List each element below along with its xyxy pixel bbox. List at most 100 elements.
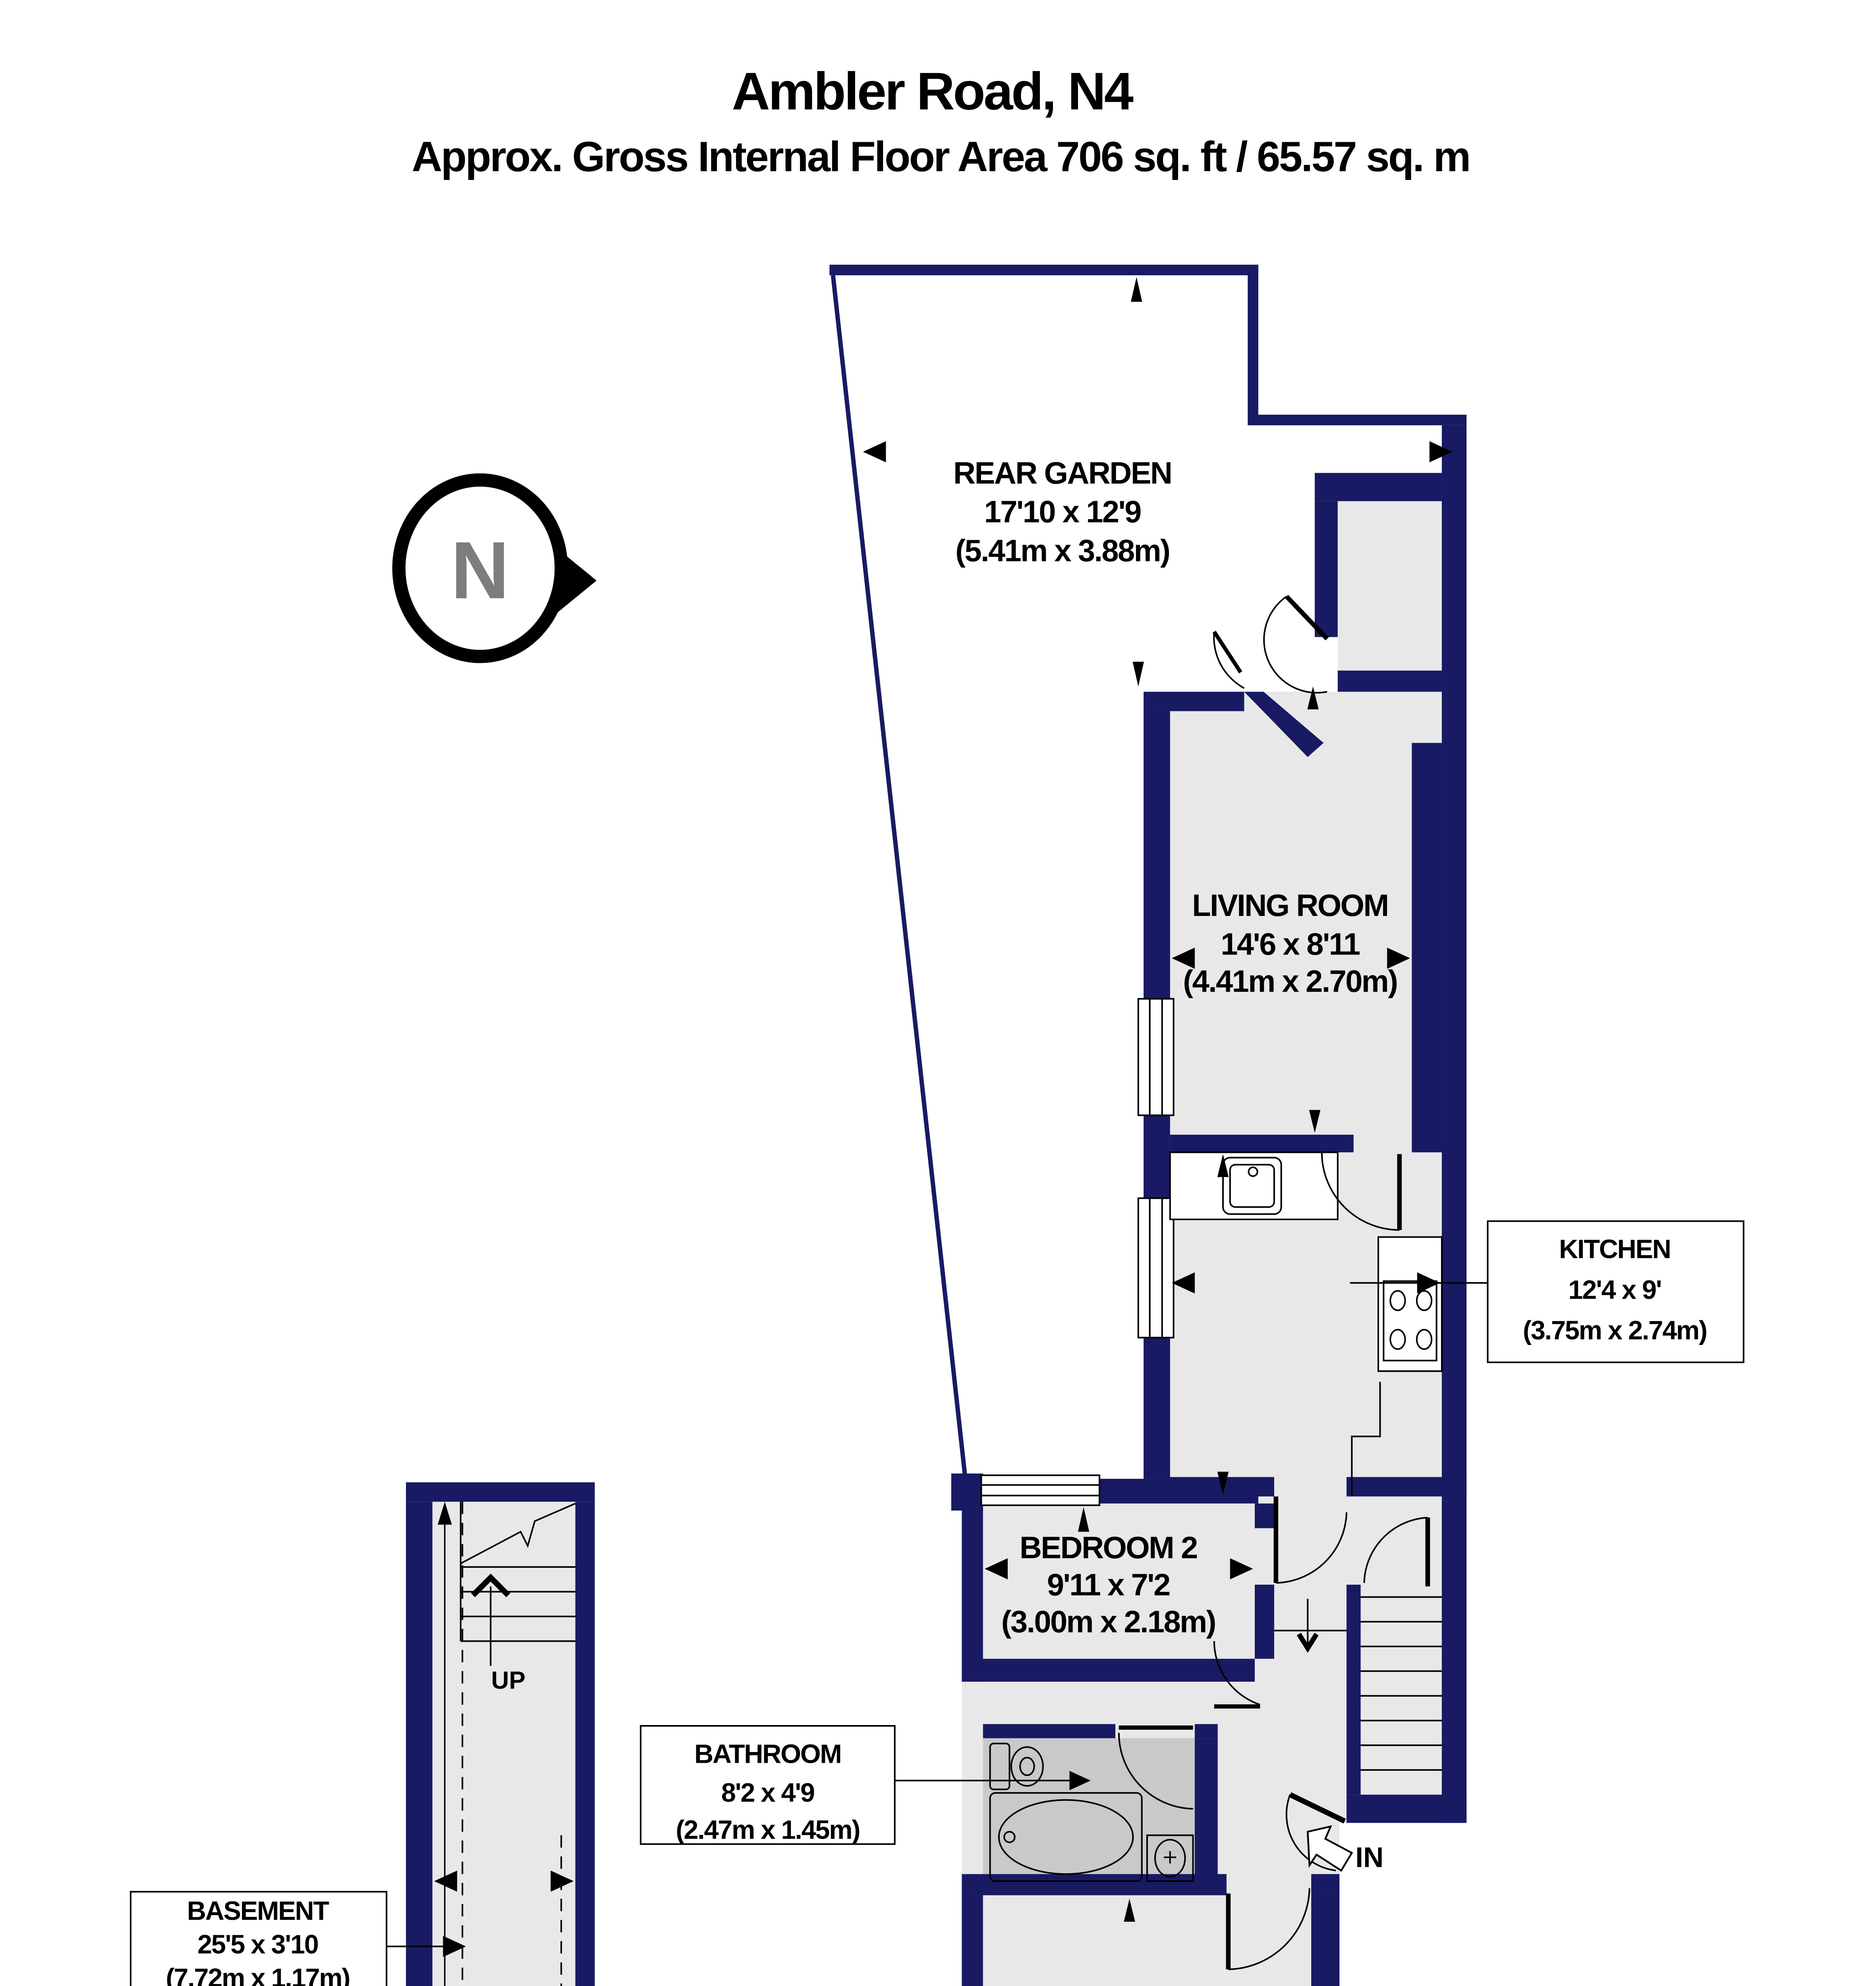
- bathroom-right-wall: [1194, 1738, 1218, 1883]
- kitchen-counter-top: [1169, 1151, 1339, 1220]
- bedroom2-left-wall: [962, 1503, 983, 1682]
- bedroom2-right-wall-a: [1254, 1503, 1274, 1528]
- living-room-window: [1137, 998, 1175, 1116]
- garden-door-arc: [1213, 632, 1245, 689]
- label-living-ft: 14'6 x 8'11: [1221, 927, 1360, 962]
- bathroom-fixtures: [989, 1743, 1194, 1882]
- label-rear-garden-name: REAR GARDEN: [953, 456, 1171, 490]
- bedroom2-window: [980, 1474, 1101, 1506]
- basement-leader-arrow: [443, 1936, 466, 1957]
- master-top-wall-right: [1311, 1874, 1340, 1895]
- basement-label-box: [129, 1891, 388, 1986]
- living-left-wall-a: [1144, 711, 1170, 999]
- garden-top-wall: [829, 265, 1258, 276]
- label-basement-name: BASEMENT: [187, 1897, 329, 1926]
- kitchen-bottom-wall-right: [1347, 1477, 1467, 1497]
- north-compass-icon: N: [392, 473, 597, 663]
- hob-icon: [1383, 1280, 1437, 1362]
- extension-top-wall: [1315, 473, 1442, 501]
- leader-lines: [386, 1282, 1488, 1947]
- page-subtitle: Approx. Gross Internal Floor Area 706 sq…: [412, 133, 1470, 180]
- sink-tap-icon: [1248, 1166, 1258, 1177]
- living-top-wall: [1144, 692, 1244, 711]
- label-living-name: LIVING ROOM: [1192, 889, 1388, 923]
- bedroom2-dim-right-arrow: [1230, 1558, 1253, 1580]
- north-letter: N: [451, 525, 510, 616]
- garden-step-wall: [1248, 415, 1467, 425]
- master-top-wall-left: [962, 1874, 1227, 1895]
- label-bathroom-name: BATHROOM: [694, 1739, 841, 1769]
- floor-rear-extension: [1337, 501, 1442, 692]
- master-left-wall: [962, 1895, 983, 1986]
- label-bedroom2-name: BEDROOM 2: [1020, 1531, 1197, 1565]
- basement-interior: UP: [444, 1501, 576, 1986]
- garden-dim-right-arrow: [1429, 441, 1453, 463]
- living-kitchen-divider-wall: [1170, 1134, 1354, 1153]
- basement-dim-right-arrow: [551, 1870, 574, 1892]
- door-layer: [1118, 595, 1430, 1971]
- garden-dim-down-spike: [1132, 662, 1144, 687]
- front-door-arc: [1285, 1794, 1336, 1872]
- garden-door-leaf: [1212, 630, 1242, 674]
- living-right-wall: [1412, 743, 1442, 1153]
- kitchen-hall-door-arc: [1276, 1512, 1348, 1584]
- hall-rear-door-arc: [1363, 1517, 1428, 1583]
- garden-dim-up-spike: [1131, 277, 1142, 302]
- label-kitchen-name: KITCHEN: [1559, 1235, 1671, 1264]
- dimension-arrows: [434, 277, 1453, 1957]
- label-rear-garden-m: (5.41m x 3.88m): [955, 534, 1169, 568]
- bathroom-door-arc: [1118, 1733, 1193, 1810]
- stairs-break-line: [460, 1503, 576, 1565]
- extension-bottom-wall: [1337, 670, 1442, 692]
- label-bathroom-ft: 8'2 x 4'9: [721, 1778, 814, 1808]
- room-labels: REAR GARDEN 17'10 x 12'9 (5.41m x 3.88m)…: [166, 456, 1708, 1986]
- basement-right-wall: [575, 1501, 595, 1986]
- kitchen-dim-down-spike: [1217, 1472, 1229, 1495]
- basement-top-wall: [406, 1482, 595, 1502]
- label-bedroom2-m: (3.00m x 2.18m): [1001, 1605, 1215, 1639]
- label-bedroom2-ft: 9'11 x 7'2: [1047, 1568, 1170, 1602]
- living-dim-up-spike: [1307, 686, 1319, 709]
- kitchen-dim-left-arrow: [1172, 1272, 1195, 1294]
- kitchen-counter-right: [1377, 1236, 1443, 1372]
- living-dim-left-arrow: [1172, 947, 1195, 969]
- house-right-outer-wall: [1441, 425, 1467, 1823]
- toilet-cistern-icon: [989, 1743, 1010, 1790]
- label-living-m: (4.41m x 2.70m): [1183, 964, 1397, 999]
- extension-door-leaf: [1285, 595, 1329, 641]
- floor-living-kitchen: [1147, 692, 1442, 1497]
- label-kitchen-m: (3.75m x 2.74m): [1523, 1316, 1707, 1345]
- basement-left-wall: [406, 1501, 433, 1986]
- floor-basement: [432, 1501, 576, 1986]
- label-rear-garden-ft: 17'10 x 12'9: [984, 495, 1141, 529]
- bedroom2-bottom-wall: [962, 1659, 1255, 1682]
- living-kitchen-door-arc: [1321, 1152, 1400, 1231]
- garden-dim-left-arrow: [863, 441, 886, 463]
- master-door-arc: [1228, 1888, 1310, 1971]
- up-label: UP: [491, 1667, 525, 1694]
- kitchen-fixtures: [1169, 1151, 1443, 1372]
- basement-dim-up-spike: [437, 1501, 452, 1525]
- label-basement-m: (7.72m x 1.17m): [166, 1964, 350, 1986]
- front-bottom-wall: [1347, 1795, 1467, 1823]
- sink-icon: [1222, 1157, 1282, 1215]
- bedroom2-top-wall: [1099, 1479, 1258, 1504]
- wall-layer: [406, 265, 1467, 1986]
- basement-dim-left-arrow: [434, 1870, 457, 1892]
- window-layer: [980, 998, 1175, 1506]
- master-dim-up-spike: [1124, 1899, 1135, 1922]
- bathroom-leader-arrow: [1069, 1771, 1091, 1791]
- page-title: Ambler Road, N4: [732, 62, 1133, 121]
- bedroom2-dim-up-spike: [1078, 1507, 1090, 1532]
- north-circle: [392, 473, 568, 663]
- kitchen-label-box: [1487, 1220, 1745, 1363]
- label-kitchen-ft: 12'4 x 9': [1568, 1275, 1661, 1305]
- extension-door-arc: [1263, 596, 1327, 694]
- living-left-wall-b: [1144, 1115, 1170, 1198]
- hall-corridor-door-arc: [1213, 1641, 1260, 1706]
- hall-detail: [1274, 1381, 1381, 1653]
- label-basement-ft: 25'5 x 3'10: [197, 1930, 318, 1959]
- basin-icon: [1146, 1834, 1194, 1882]
- bathroom-top-corner: [1194, 1724, 1218, 1739]
- entrance-arrow-icon: [1306, 1825, 1353, 1872]
